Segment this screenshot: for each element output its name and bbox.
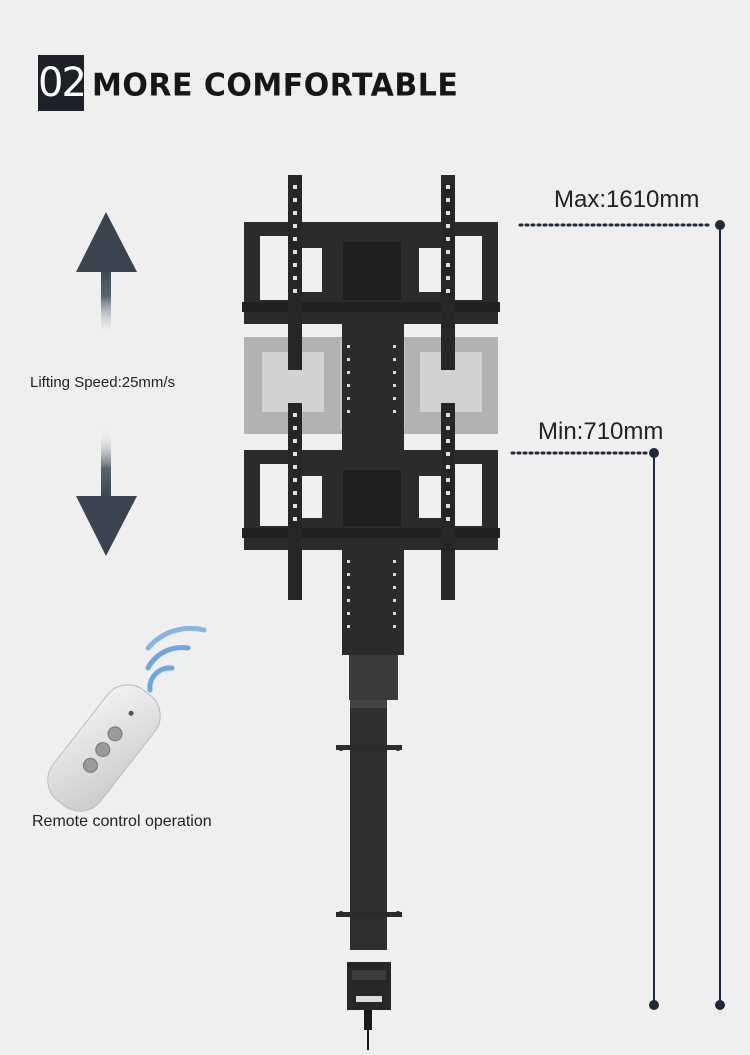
down-arrow-icon bbox=[76, 430, 137, 556]
section-title: MORE COMFORTABLE bbox=[92, 67, 459, 104]
bottom-position-mount bbox=[242, 403, 500, 600]
lift-column bbox=[336, 320, 404, 1050]
top-position-mount bbox=[242, 175, 500, 370]
remote-control-label: Remote control operation bbox=[32, 813, 212, 830]
min-height-label: Min:710mm bbox=[538, 418, 664, 445]
up-arrow-icon bbox=[76, 212, 137, 335]
lifting-speed-label: Lifting Speed:25mm/s bbox=[30, 374, 176, 391]
remote-control-icon bbox=[47, 625, 207, 812]
section-number-badge: 02 bbox=[38, 55, 87, 111]
max-height-guide bbox=[518, 220, 725, 1010]
max-height-label: Max:1610mm bbox=[554, 186, 700, 213]
min-height-guide bbox=[510, 448, 659, 1010]
